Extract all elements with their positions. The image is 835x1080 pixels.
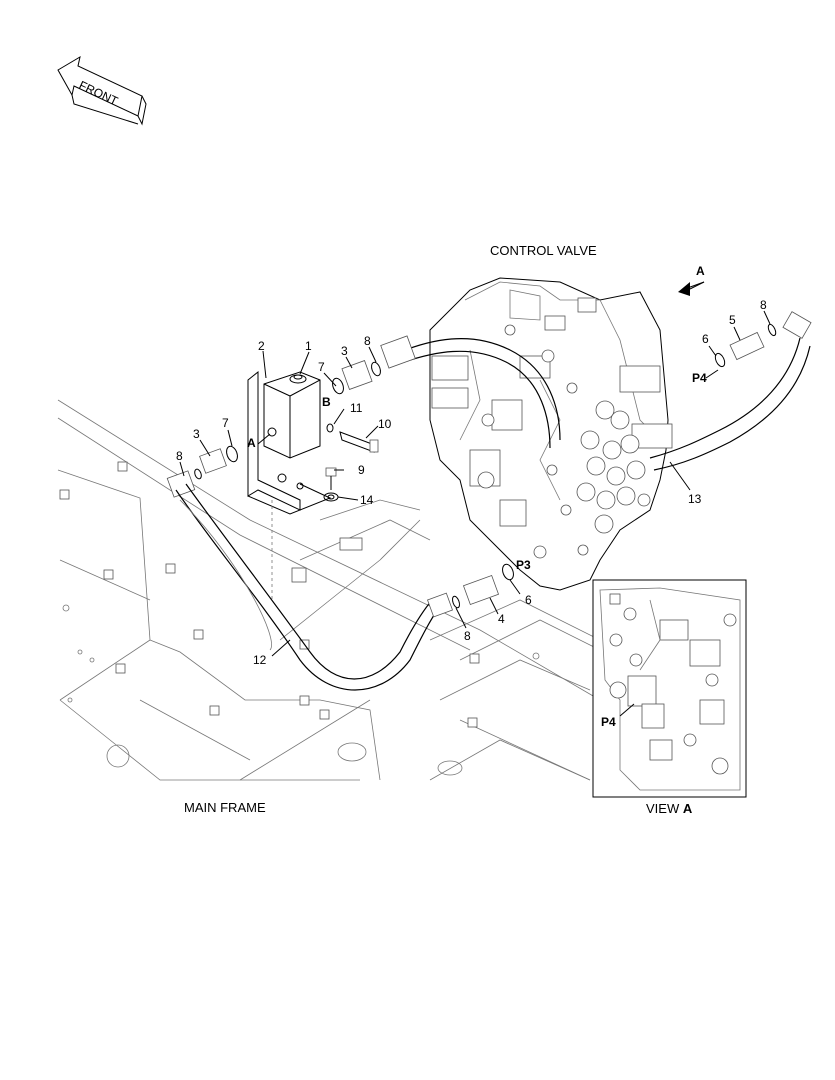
hose-12 [175, 483, 441, 691]
part-number-13: 13 [688, 492, 702, 506]
port-p3-label: P3 [516, 558, 531, 572]
view-a-marker-top: A [696, 264, 705, 278]
part-number-10: 10 [378, 417, 392, 431]
part-number-2: 2 [258, 339, 265, 353]
hose-13 [649, 311, 812, 471]
view-a-caption: VIEW A [646, 801, 693, 816]
view-b-marker-side: B [322, 395, 331, 409]
view-a-caption-letter: A [683, 801, 693, 816]
left-fittings [166, 445, 238, 498]
part-number-11: 11 [350, 401, 363, 415]
part-number-8-bottom: 8 [464, 629, 471, 643]
part-number-3-top: 3 [341, 344, 348, 358]
part-number-4: 4 [498, 612, 505, 626]
part-number-7-top: 7 [318, 360, 325, 374]
lower-fittings [427, 563, 514, 618]
view-a-marker-side: A [247, 436, 256, 450]
part-number-14: 14 [360, 493, 374, 507]
part-number-6-top: 6 [702, 332, 709, 346]
part-number-12: 12 [253, 653, 267, 667]
front-arrow: FRONT [57, 55, 147, 126]
part-number-8-top: 8 [364, 334, 371, 348]
part-number-6-bottom: 6 [525, 593, 532, 607]
port-p4-label: P4 [692, 371, 707, 385]
part-number-8-left: 8 [176, 449, 183, 463]
leader-lines [179, 310, 771, 657]
part-number-5: 5 [729, 313, 736, 327]
part-number-1: 1 [305, 339, 312, 353]
control-valve [429, 277, 673, 591]
part-number-7-left: 7 [222, 416, 229, 430]
control-valve-caption: CONTROL VALVE [490, 243, 597, 258]
view-a-arrow [678, 281, 705, 296]
upper-hose [332, 335, 561, 449]
view-a-caption-prefix: VIEW [646, 801, 683, 816]
bracket-assembly [247, 370, 332, 600]
part-number-8-right: 8 [760, 298, 767, 312]
part-numbers: 1 2 3 3 4 5 6 6 7 7 8 8 8 8 9 10 11 12 1… [176, 298, 767, 667]
part-number-3-left: 3 [193, 427, 200, 441]
main-frame-caption: MAIN FRAME [184, 800, 266, 815]
view-a-inset [592, 579, 747, 798]
small-parts [323, 423, 379, 502]
port-p4-view-label: P4 [601, 715, 616, 729]
part-number-9: 9 [358, 463, 365, 477]
main-frame [57, 399, 601, 781]
